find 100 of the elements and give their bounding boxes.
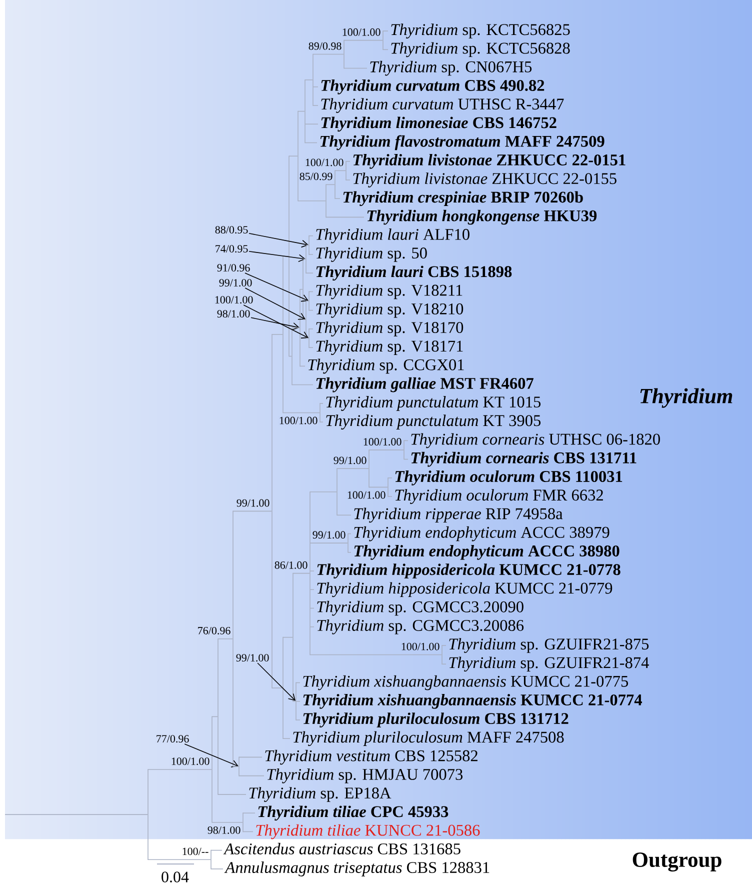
- arrow: [248, 233, 309, 248]
- branch-line: [306, 338, 309, 339]
- support-value: 100/1.00: [341, 28, 382, 38]
- branch-line: [326, 216, 364, 218]
- branch-line: [282, 636, 293, 638]
- branch-line: [212, 822, 243, 823]
- taxon-label: Thyridium sp. V18171: [316, 340, 463, 355]
- branch-line: [348, 533, 352, 534]
- taxon-label: Thyridium lauri CBS 151898: [316, 266, 512, 281]
- taxon-label: Thyridium oculorum CBS 110031: [395, 470, 622, 486]
- support-value: 99/1.00: [235, 653, 270, 663]
- branch-line: [306, 272, 314, 274]
- branch-line: [308, 347, 314, 348]
- branch-line: [348, 552, 352, 553]
- branch-line: [404, 440, 408, 442]
- arrow: [248, 250, 306, 262]
- taxon-label: Thyridium crespiniae BRIP 70260b: [343, 191, 583, 206]
- branch-line: [320, 403, 324, 404]
- branch-line: [242, 812, 256, 814]
- branch-line: [304, 142, 318, 144]
- branch-line: [442, 645, 446, 646]
- branch-line: [310, 589, 314, 590]
- taxon-label: Thyridium tiliae CPC 45933: [258, 806, 448, 821]
- arrow: [257, 662, 296, 701]
- branch-line: [310, 491, 337, 492]
- branch-line: [302, 258, 306, 260]
- taxon-label: Thyridium sp. 50: [316, 247, 427, 262]
- taxon-label: Thyridium punctulatum KT 3905: [326, 414, 541, 430]
- branch-line: [404, 458, 408, 460]
- branch-line: [218, 638, 233, 640]
- clade-label: Thyridium: [640, 388, 732, 408]
- taxon-label: Thyridium hipposidericola KUMCC 21-0778: [317, 564, 620, 578]
- taxon-label: Thyridium endophyticum ACCC 38980: [354, 545, 620, 560]
- branch-line: [238, 775, 264, 776]
- taxon-label: Thyridium punctulatum KT 1015: [326, 396, 541, 411]
- branch-line: [212, 716, 218, 718]
- support-value: 100/1.00: [362, 437, 402, 447]
- arrow: [184, 744, 239, 768]
- taxon-label: Thyridium sp. V18170: [316, 322, 464, 336]
- taxon-label: Thyridium hipposidericola KUMCC 21-0779: [317, 582, 612, 598]
- taxon-label: Thyridium xishuangbannaensis KUMCC 21-0775: [303, 675, 628, 690]
- taxon-label: Thyridium limonesiae CBS 146752: [321, 116, 556, 132]
- branch-line: [304, 79, 313, 80]
- branch-line: [238, 756, 262, 758]
- taxon-label: Thyridium xishuangbannaensis KUMCC 21-0774: [303, 694, 642, 709]
- taxon-label: Thyridium endophyticum ACCC 38979: [354, 526, 610, 542]
- taxon-label: Thyridium galliae MST FR4607: [316, 377, 534, 392]
- support-value: 100/--: [181, 846, 210, 856]
- branch-line: [388, 496, 392, 497]
- taxon-label: Thyridium sp. EP18A: [249, 787, 392, 802]
- taxon-label: Ascitendus austriascus CBS 131685: [223, 842, 460, 854]
- taxon-label: Thyridium ripperae RIP 74958a: [354, 508, 563, 523]
- support-value: 98/1.00: [216, 309, 251, 319]
- branch-line: [312, 105, 318, 106]
- branch-line: [296, 700, 300, 702]
- support-value: 88/0.95: [214, 225, 249, 235]
- taxon-label: Thyridium tiliae KUNCC 21-0586: [256, 824, 480, 840]
- taxon-label: Thyridium curvatum CBS 490.82: [321, 80, 544, 94]
- taxon-label: Thyridium vestitum CBS 125582: [265, 750, 478, 765]
- support-value: 77/0.96: [155, 734, 190, 744]
- taxon-label: Thyridium cornearis UTHSC 06-1820: [411, 433, 660, 448]
- taxon-label: Thyridium sp. KCTC56828: [391, 42, 570, 58]
- taxon-label: Thyridium sp. CN067H5: [370, 60, 532, 76]
- branch-line: [298, 200, 326, 202]
- branch-line: [382, 49, 388, 50]
- taxon-label: Thyridium pluriloculosum MAFF 247508: [293, 731, 564, 746]
- taxon-label: Thyridium lauri ALF10: [316, 228, 470, 244]
- scale-label: 0.04: [162, 872, 189, 882]
- branch-line: [296, 682, 300, 684]
- branch-line: [300, 288, 303, 290]
- branch-line: [292, 384, 314, 386]
- clade-label: Outgroup: [632, 852, 722, 872]
- branch-line: [310, 570, 314, 572]
- branch-line: [302, 319, 306, 320]
- branch-line: [292, 572, 310, 574]
- branch-line: [4, 814, 148, 815]
- taxon-label: Thyridium oculorum FMR 6632: [395, 489, 603, 504]
- branch-line: [306, 244, 309, 246]
- taxon-label: Thyridium sp. CGMCC3.20086: [317, 620, 524, 634]
- taxon-label: Thyridium sp. GZUIFR21-874: [449, 656, 649, 672]
- branch-line: [148, 859, 211, 860]
- taxon-label: Thyridium curvatum UTHSC R-3447: [321, 98, 564, 113]
- arrow: [243, 304, 309, 338]
- branch-line: [210, 868, 224, 870]
- taxon-label: Thyridium sp. GZUIFR21-875: [449, 638, 649, 653]
- branch-line: [336, 514, 352, 516]
- branch-line: [312, 54, 344, 55]
- support-value: 100/1.00: [170, 756, 210, 766]
- branch-line: [306, 300, 309, 302]
- branch-line: [288, 356, 292, 357]
- taxon-label: Thyridium sp. V18210: [316, 302, 464, 318]
- arrow: [250, 317, 300, 330]
- support-value: 76/0.96: [196, 626, 232, 636]
- branch-line: [308, 291, 314, 292]
- branch-line: [210, 850, 222, 851]
- branch-line: [334, 198, 340, 199]
- taxon-label: Thyridium flavostromatum MAFF 247509: [320, 135, 604, 150]
- branch-line: [326, 184, 335, 186]
- taxon-label: Annulusmagnus triseptatus CBS 128831: [224, 862, 490, 876]
- branch-line: [308, 328, 314, 330]
